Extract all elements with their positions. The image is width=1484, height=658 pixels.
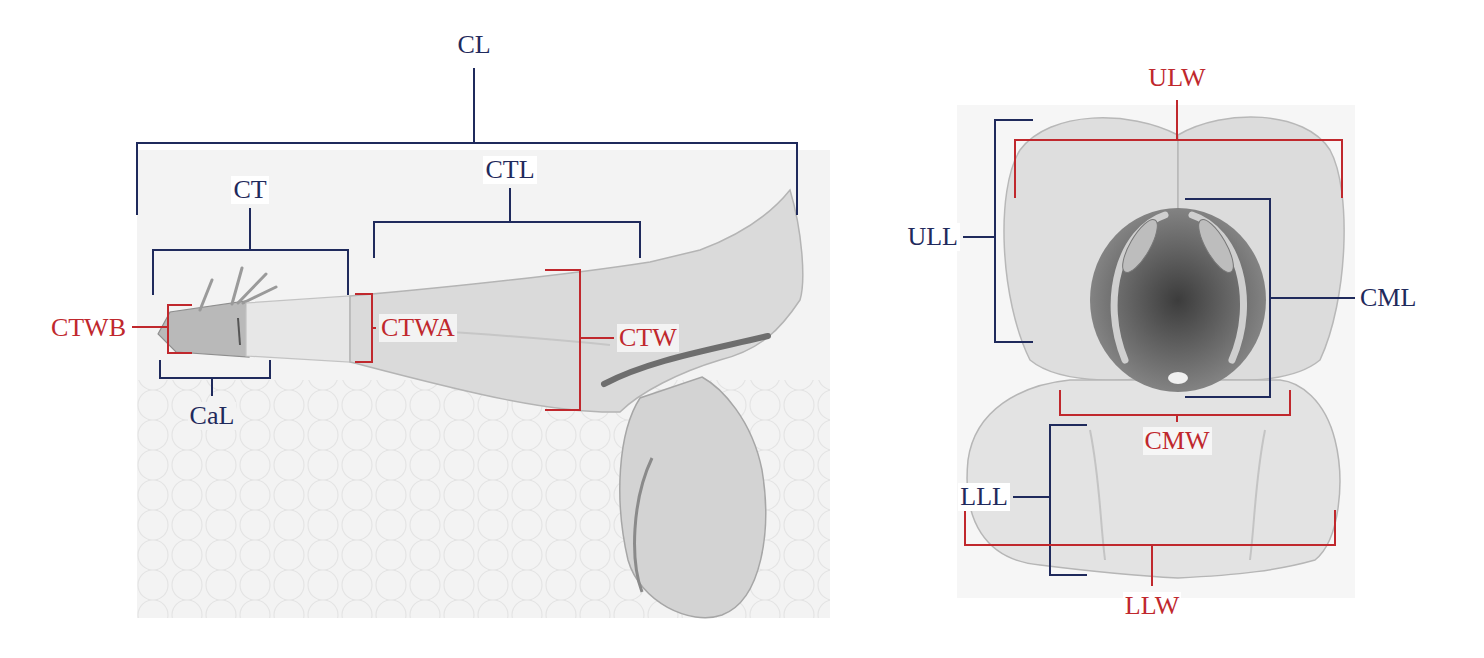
dimension-label: CT [231,176,268,203]
front-view-photo [957,105,1355,598]
dimension-label: CaL [188,402,237,429]
side-view-photo [137,150,830,618]
dimension-label: CTWA [379,314,457,341]
dimension-label: ULW [1146,64,1207,91]
dimension-label: CML [1358,284,1418,311]
dimension-label: CTW [617,324,679,351]
dimension-label: CTL [483,156,536,183]
dimension-label: LLW [1123,592,1181,619]
dimension-label: ULL [905,223,960,250]
dimension-label: CTWB [49,314,128,341]
dimension-label: LLL [958,483,1010,510]
measurement-brackets [132,68,1355,586]
dimension-label: CMW [1143,427,1212,454]
dimension-label: CL [455,31,492,58]
